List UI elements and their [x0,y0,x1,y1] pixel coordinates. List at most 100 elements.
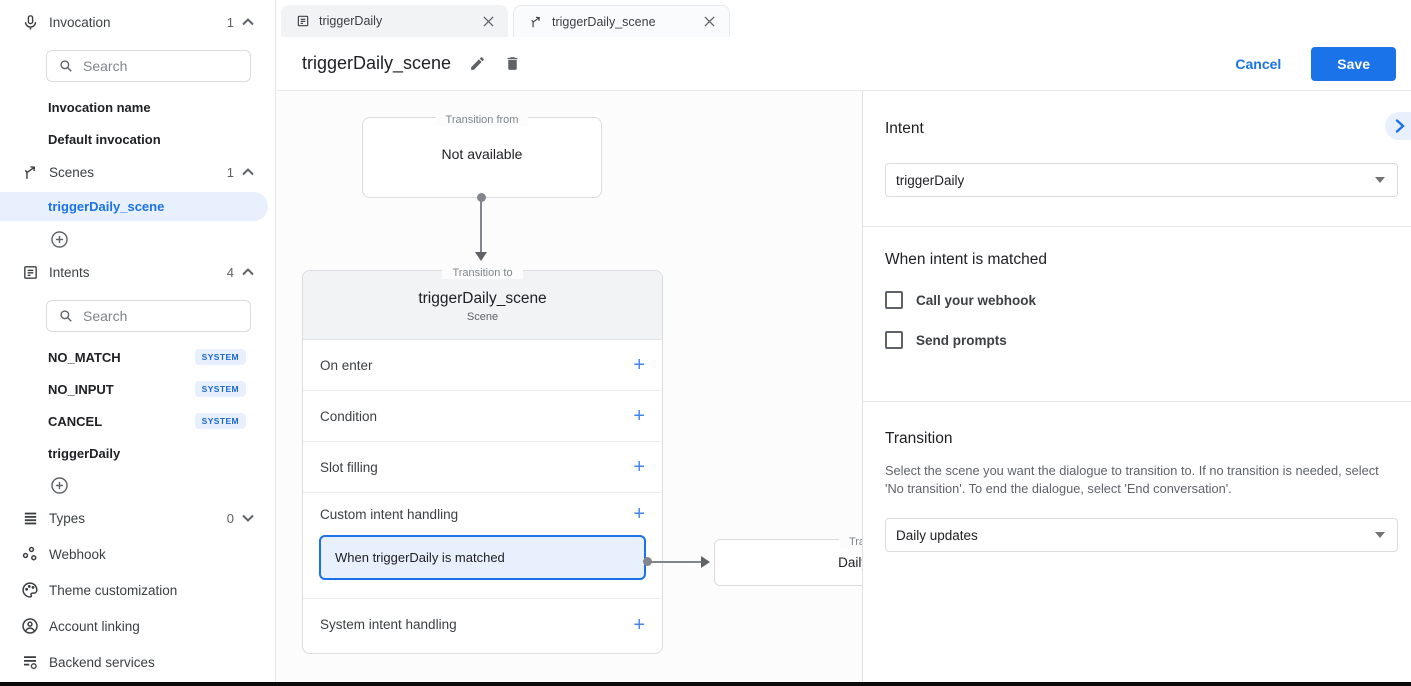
transition-dropdown[interactable]: Daily updates [885,518,1398,552]
scene-row-condition[interactable]: Condition + [303,391,662,442]
section-label: Intents [49,264,90,280]
tab-strip: triggerDaily triggerDaily_scene [277,0,1411,37]
checkbox-unchecked[interactable] [885,291,903,309]
scene-row-custom-intent-handling: Custom intent handling + When triggerDai… [303,493,662,599]
transition-to-legend: Transition to [442,267,523,279]
plus-circle-icon [51,476,68,494]
intent-detail-panel: Intent triggerDaily When intent is match… [862,91,1411,682]
intents-search-input[interactable] [83,308,233,324]
save-button[interactable]: Save [1311,46,1396,81]
intent-list-icon [296,14,310,28]
invocation-search[interactable] [46,50,251,82]
transition-from-node: Transition from Not available [362,114,602,198]
add-condition-button[interactable]: + [633,405,645,427]
checkbox-unchecked[interactable] [885,331,903,349]
connector-dot [477,193,486,202]
sidebar-section-intents[interactable]: Intents 4 [0,260,276,284]
panel-section-intent: Intent triggerDaily [863,91,1411,227]
sidebar-item-no-input[interactable]: NO_INPUT SYSTEM [0,378,276,400]
intent-heading: Intent [885,120,924,137]
microphone-icon [20,12,40,32]
sidebar-item-cancel-intent[interactable]: CANCEL SYSTEM [0,410,276,432]
call-webhook-checkbox-row[interactable]: Call your webhook [885,291,1397,309]
scene-diagram-canvas[interactable]: Transition from Not available Transition… [277,91,862,682]
sidebar-item-triggerdaily-scene[interactable]: triggerDaily_scene [0,192,268,221]
scene-row-slot-filling[interactable]: Slot filling + [303,442,662,493]
transition-from-body: Not available [441,146,523,162]
add-slot-filling-button[interactable]: + [633,456,645,478]
custom-intent-handling-header[interactable]: Custom intent handling + [320,503,645,525]
close-tab-icon[interactable] [704,16,715,27]
chevron-up-icon[interactable] [242,18,254,26]
system-badge: SYSTEM [194,413,246,429]
bottom-edge-bar [0,682,1411,686]
connector-line-horizontal [649,561,701,563]
sidebar-item-invocation-name[interactable]: Invocation name [48,99,151,115]
scene-row-system-intent-handling[interactable]: System intent handling + [320,613,645,636]
search-icon [60,310,72,322]
add-intent-button[interactable] [0,474,276,496]
send-prompts-checkbox-row[interactable]: Send prompts [885,331,1397,349]
arrow-right-head [701,556,710,568]
scene-node-header: triggerDaily_scene Scene [303,271,662,340]
chevron-down-icon[interactable] [242,514,254,522]
chevron-up-icon[interactable] [242,168,254,176]
tab-triggerdaily-scene[interactable]: triggerDaily_scene [513,5,730,37]
section-label: Scenes [49,164,95,180]
delete-trash-icon[interactable] [504,55,521,72]
edit-pencil-icon[interactable] [469,55,486,72]
sidebar: Invocation 1 Invocation name Default inv… [0,0,276,682]
close-tab-icon[interactable] [483,15,494,27]
sidebar-section-scenes[interactable]: Scenes 1 [0,160,276,184]
chevron-up-icon[interactable] [242,268,254,276]
add-custom-intent-button[interactable]: + [633,503,645,525]
section-count: 0 [226,510,234,526]
transition-from-legend: Transition from [435,114,529,126]
scene-row-on-enter[interactable]: On enter + [303,340,662,391]
transition-target-body: Daily updates [838,555,862,570]
add-scene-button[interactable] [0,228,276,250]
webhook-icon [20,544,40,564]
dropdown-caret-icon [1375,532,1385,538]
intent-dropdown[interactable]: triggerDaily [885,163,1398,197]
panel-section-transition: Transition Select the scene you want the… [863,402,1411,552]
scene-header: triggerDaily_scene Cancel Save [277,37,1411,91]
transition-description: Select the scene you want the dialogue t… [885,463,1379,496]
sidebar-item-backend-services[interactable]: Backend services [0,649,276,675]
sidebar-item-no-match[interactable]: NO_MATCH SYSTEM [0,346,276,368]
scene-node-title: triggerDaily_scene [418,290,547,307]
section-count: 1 [226,164,234,180]
transition-target-node[interactable]: Transition to Daily updates [714,536,862,586]
dropdown-caret-icon [1375,177,1385,183]
section-label: Invocation [49,14,111,30]
scene-node-subtitle: Scene [466,311,499,323]
add-on-enter-button[interactable]: + [633,354,645,376]
transition-heading: Transition [885,430,953,447]
sidebar-item-theme-customization[interactable]: Theme customization [0,577,276,603]
plus-circle-icon [51,230,68,248]
cancel-button[interactable]: Cancel [1235,55,1282,72]
sidebar-section-invocation[interactable]: Invocation 1 [0,10,276,34]
sidebar-item-triggerdaily-intent[interactable]: triggerDaily [48,445,121,461]
search-icon [60,60,72,72]
tab-triggerdaily[interactable]: triggerDaily [281,5,508,37]
section-count: 1 [226,14,234,30]
sidebar-item-default-invocation[interactable]: Default invocation [48,131,161,147]
connector-dot [643,557,652,566]
sidebar-item-account-linking[interactable]: Account linking [0,613,276,639]
arrow-down-head [475,252,487,261]
scene-node-card: Transition to triggerDaily_scene Scene O… [302,267,663,654]
connector-line-vertical [480,198,482,253]
types-list-icon [20,508,40,528]
sidebar-section-types[interactable]: Types 0 [0,506,276,530]
sidebar-item-webhook[interactable]: Webhook [0,541,276,567]
intents-search[interactable] [46,300,251,332]
collapse-panel-button[interactable] [1385,112,1411,140]
add-system-intent-button[interactable]: + [633,613,645,636]
invocation-search-input[interactable] [83,58,233,74]
matched-intent-handler[interactable]: When triggerDaily is matched [319,535,646,580]
account-circle-icon [20,616,40,636]
main-area: triggerDaily triggerDaily_scene triggerD… [277,0,1411,682]
scene-split-icon [529,15,543,29]
